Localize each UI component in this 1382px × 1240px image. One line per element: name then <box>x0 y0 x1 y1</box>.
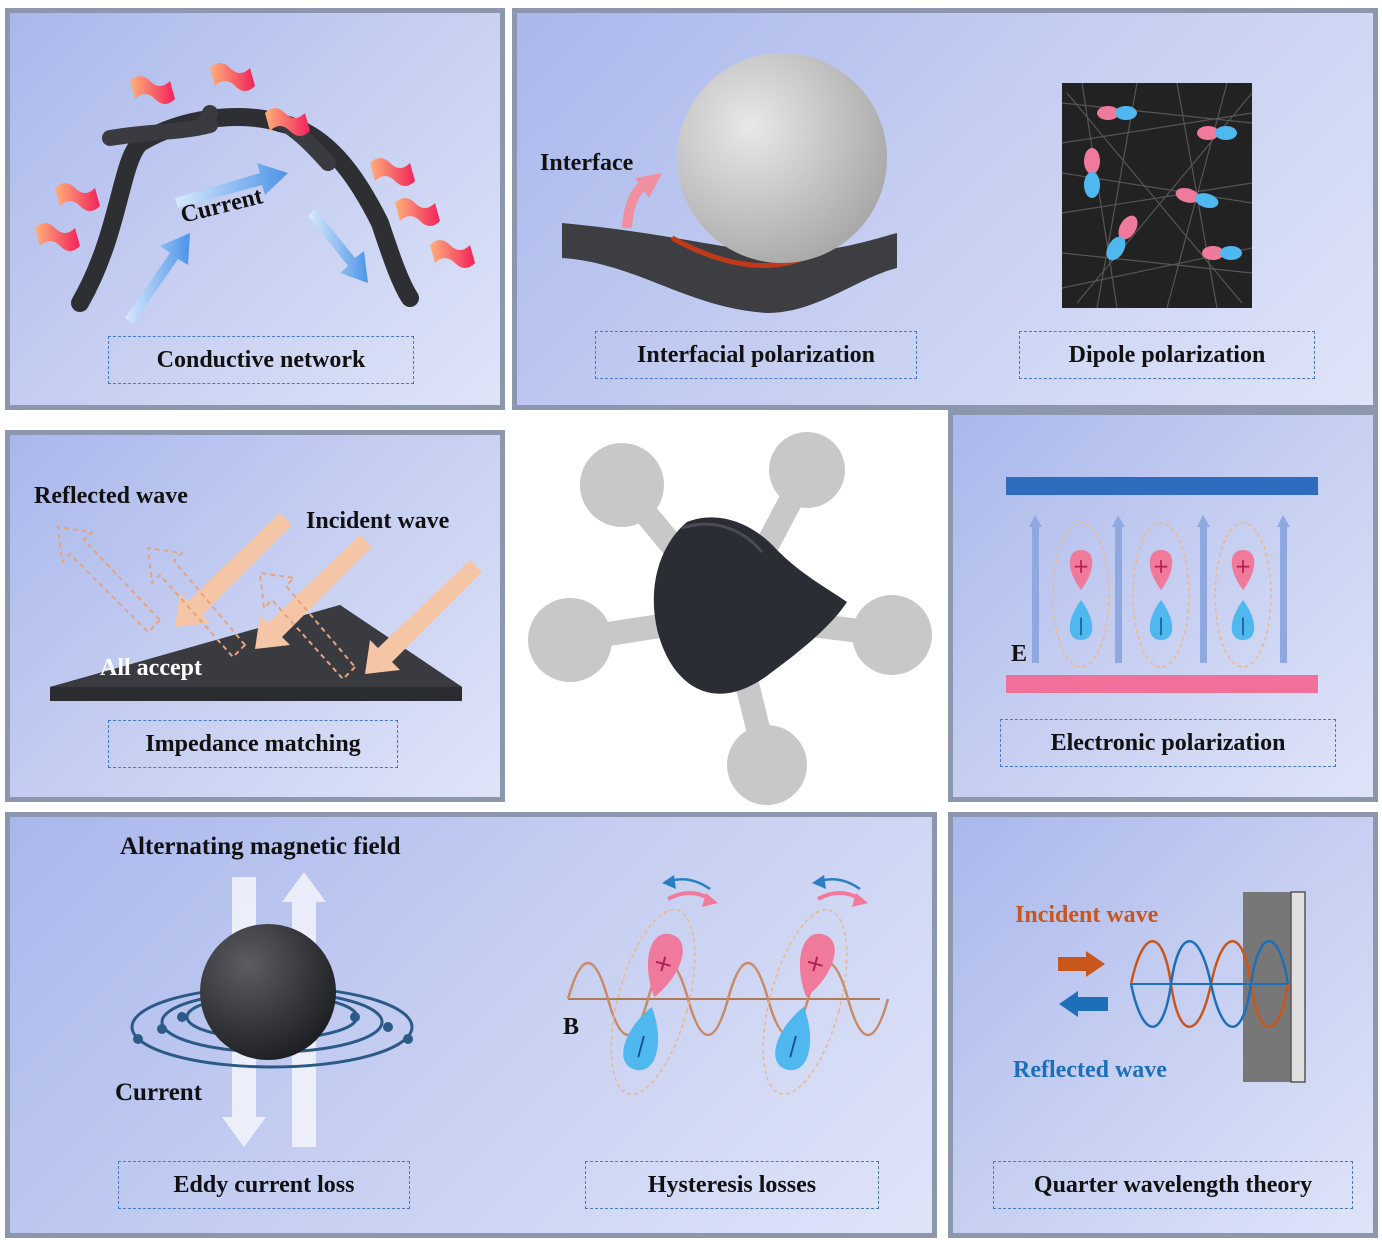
svg-text:|: | <box>1240 615 1246 636</box>
b-field-label: B <box>563 1014 580 1040</box>
svg-text:|: | <box>1158 615 1164 636</box>
caption-quarter-wavelength-theory: Quarter wavelength theory <box>993 1161 1353 1209</box>
alternating-field-label: Alternating magnetic field <box>120 833 401 860</box>
interfacial-polarization-illustration <box>562 53 1253 313</box>
magnetic-sphere-icon <box>200 924 336 1060</box>
caption-impedance-matching: Impedance matching <box>108 720 398 768</box>
reflected-wave-label-quarter: Reflected wave <box>1013 1057 1167 1083</box>
caption-dipole-polarization: Dipole polarization <box>1019 331 1315 379</box>
eddy-hysteresis-illustration: + | + | <box>130 872 890 1147</box>
incident-wave-label-quarter: Incident wave <box>1015 902 1159 928</box>
reflected-arrow-icon <box>1059 991 1108 1017</box>
svg-text:+: + <box>1153 554 1170 578</box>
caption-conductive-network: Conductive network <box>108 336 414 384</box>
incident-wave-label: Incident wave <box>306 508 450 534</box>
reflected-wave-curve <box>1129 940 1290 1028</box>
svg-text:+: + <box>1235 554 1252 578</box>
svg-text:+: + <box>1073 554 1090 578</box>
center-material-illustration <box>528 432 932 805</box>
reflected-wave-arrow-icon <box>56 525 357 681</box>
interface-label: Interface <box>540 150 634 176</box>
field-line-icon <box>1029 515 1290 663</box>
electronic-polarization-illustration: + | + | + | <box>1006 477 1318 693</box>
caption-hysteresis-losses: Hysteresis losses <box>585 1161 879 1209</box>
panel-impedance-matching: Reflected wave Incident wave All accept … <box>5 430 505 802</box>
incident-wave-arrow-icon <box>175 513 482 674</box>
field-e-label: E <box>1011 641 1028 667</box>
caption-eddy-current-loss: Eddy current loss <box>118 1161 410 1209</box>
all-accept-label: All accept <box>100 655 202 681</box>
panel-polarization: Interface Interfacial polarization Dipol… <box>512 8 1378 410</box>
caption-interfacial-polarization: Interfacial polarization <box>595 331 917 379</box>
caption-electronic-polarization: Electronic polarization <box>1000 719 1336 767</box>
dipole-icon <box>1084 106 1242 261</box>
material-flake-icon <box>653 517 847 694</box>
impedance-matching-illustration <box>50 513 482 701</box>
panel-conductive-network: Current Conductive network <box>5 8 505 410</box>
particle-sphere-icon <box>677 53 887 263</box>
sine-wave <box>566 962 890 1036</box>
negative-plate-icon <box>1006 477 1318 495</box>
substrate-icon <box>562 223 897 313</box>
electron-cloud-icon: + | + | + | <box>1052 522 1272 668</box>
metal-backplate-icon <box>1290 891 1306 1083</box>
quarter-wavelength-illustration <box>1058 891 1306 1083</box>
incident-arrow-icon <box>1058 951 1105 977</box>
panel-electronic-polarization: + | + | + | E Electronic polarization <box>948 410 1378 802</box>
current-arrow-icon <box>125 233 190 324</box>
svg-text:|: | <box>1078 615 1084 636</box>
panel-quarter-wavelength: Incident wave Reflected wave Quarter wav… <box>948 812 1378 1238</box>
rotation-arrow-icon <box>662 875 868 907</box>
magnetic-domain-icon: + | + | <box>610 909 848 1095</box>
eddy-current-label: Current <box>115 1079 203 1106</box>
heat-wave-icon <box>35 63 475 268</box>
reflected-wave-label: Reflected wave <box>34 483 188 509</box>
positive-plate-icon <box>1006 675 1318 693</box>
panel-magnetic-loss: + | + | Alternating magnetic field Curre… <box>5 812 937 1238</box>
node-circle-icon <box>528 432 932 805</box>
conductive-network-illustration <box>35 63 475 324</box>
